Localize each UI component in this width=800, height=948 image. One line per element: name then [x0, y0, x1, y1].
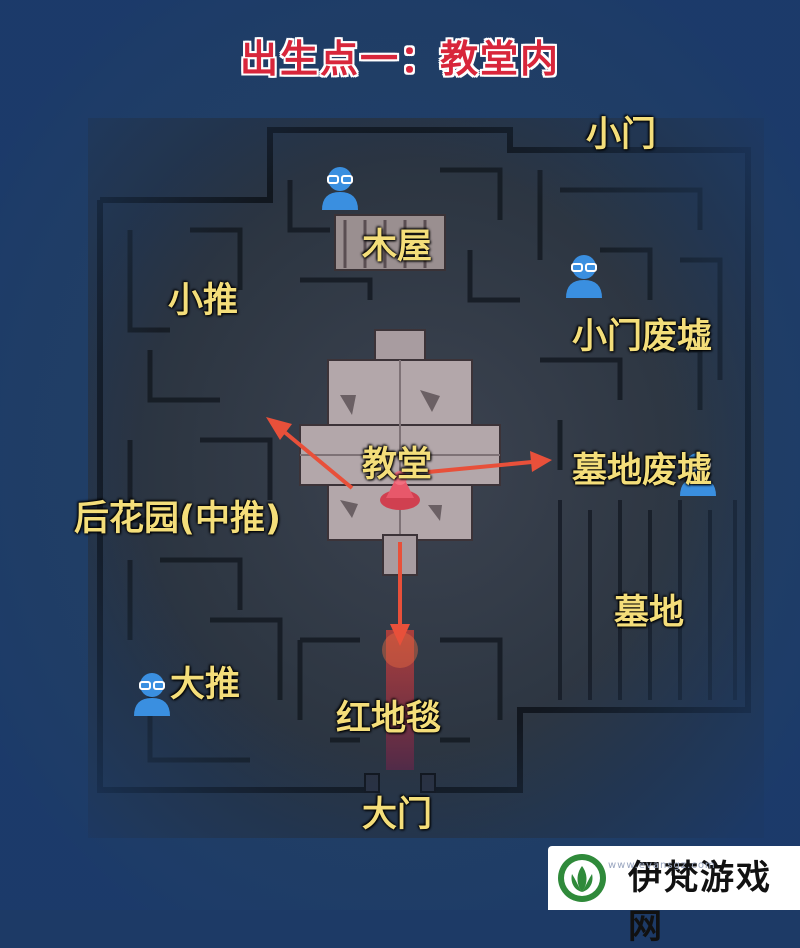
hunter-spawn-icon [380, 470, 420, 510]
location-label-big-push: 大推 [170, 665, 241, 705]
map-vignette [0, 0, 800, 910]
map-canvas [0, 0, 800, 910]
watermark-badge: 伊梵游戏网 [548, 846, 800, 947]
arrow-to-graveyard-ruins [427, 460, 533, 474]
location-label-back-garden: 后花园(中推) [74, 499, 281, 539]
brand-logo-icon [558, 854, 606, 902]
route-arrows [266, 417, 552, 646]
location-label-small-push: 小推 [168, 281, 239, 321]
survivor-icon [322, 167, 358, 210]
location-label-graveyard-ruins: 墓地废墟 [572, 451, 713, 491]
location-label-cabin: 木屋 [362, 227, 433, 267]
survivor-icon [566, 255, 602, 298]
survivor-icon [134, 673, 170, 716]
arrowhead-back-garden [266, 417, 292, 440]
survivor-icon [680, 453, 716, 496]
watermark-url: www.evansgz.com [608, 860, 716, 871]
location-label-red-carpet: 红地毯 [336, 699, 442, 739]
location-label-small-door: 小门 [586, 115, 657, 155]
location-label-church: 教堂 [362, 445, 433, 485]
page-title: 出生点一：教堂内 [239, 37, 560, 81]
location-label-small-door-ruins: 小门废墟 [572, 317, 713, 357]
arrow-to-back-garden [280, 428, 354, 490]
location-label-graveyard: 墓地 [614, 593, 685, 633]
arrowhead-red-carpet [390, 624, 410, 646]
location-label-main-gate: 大门 [362, 795, 433, 835]
arrowhead-graveyard-ruins [530, 451, 552, 472]
